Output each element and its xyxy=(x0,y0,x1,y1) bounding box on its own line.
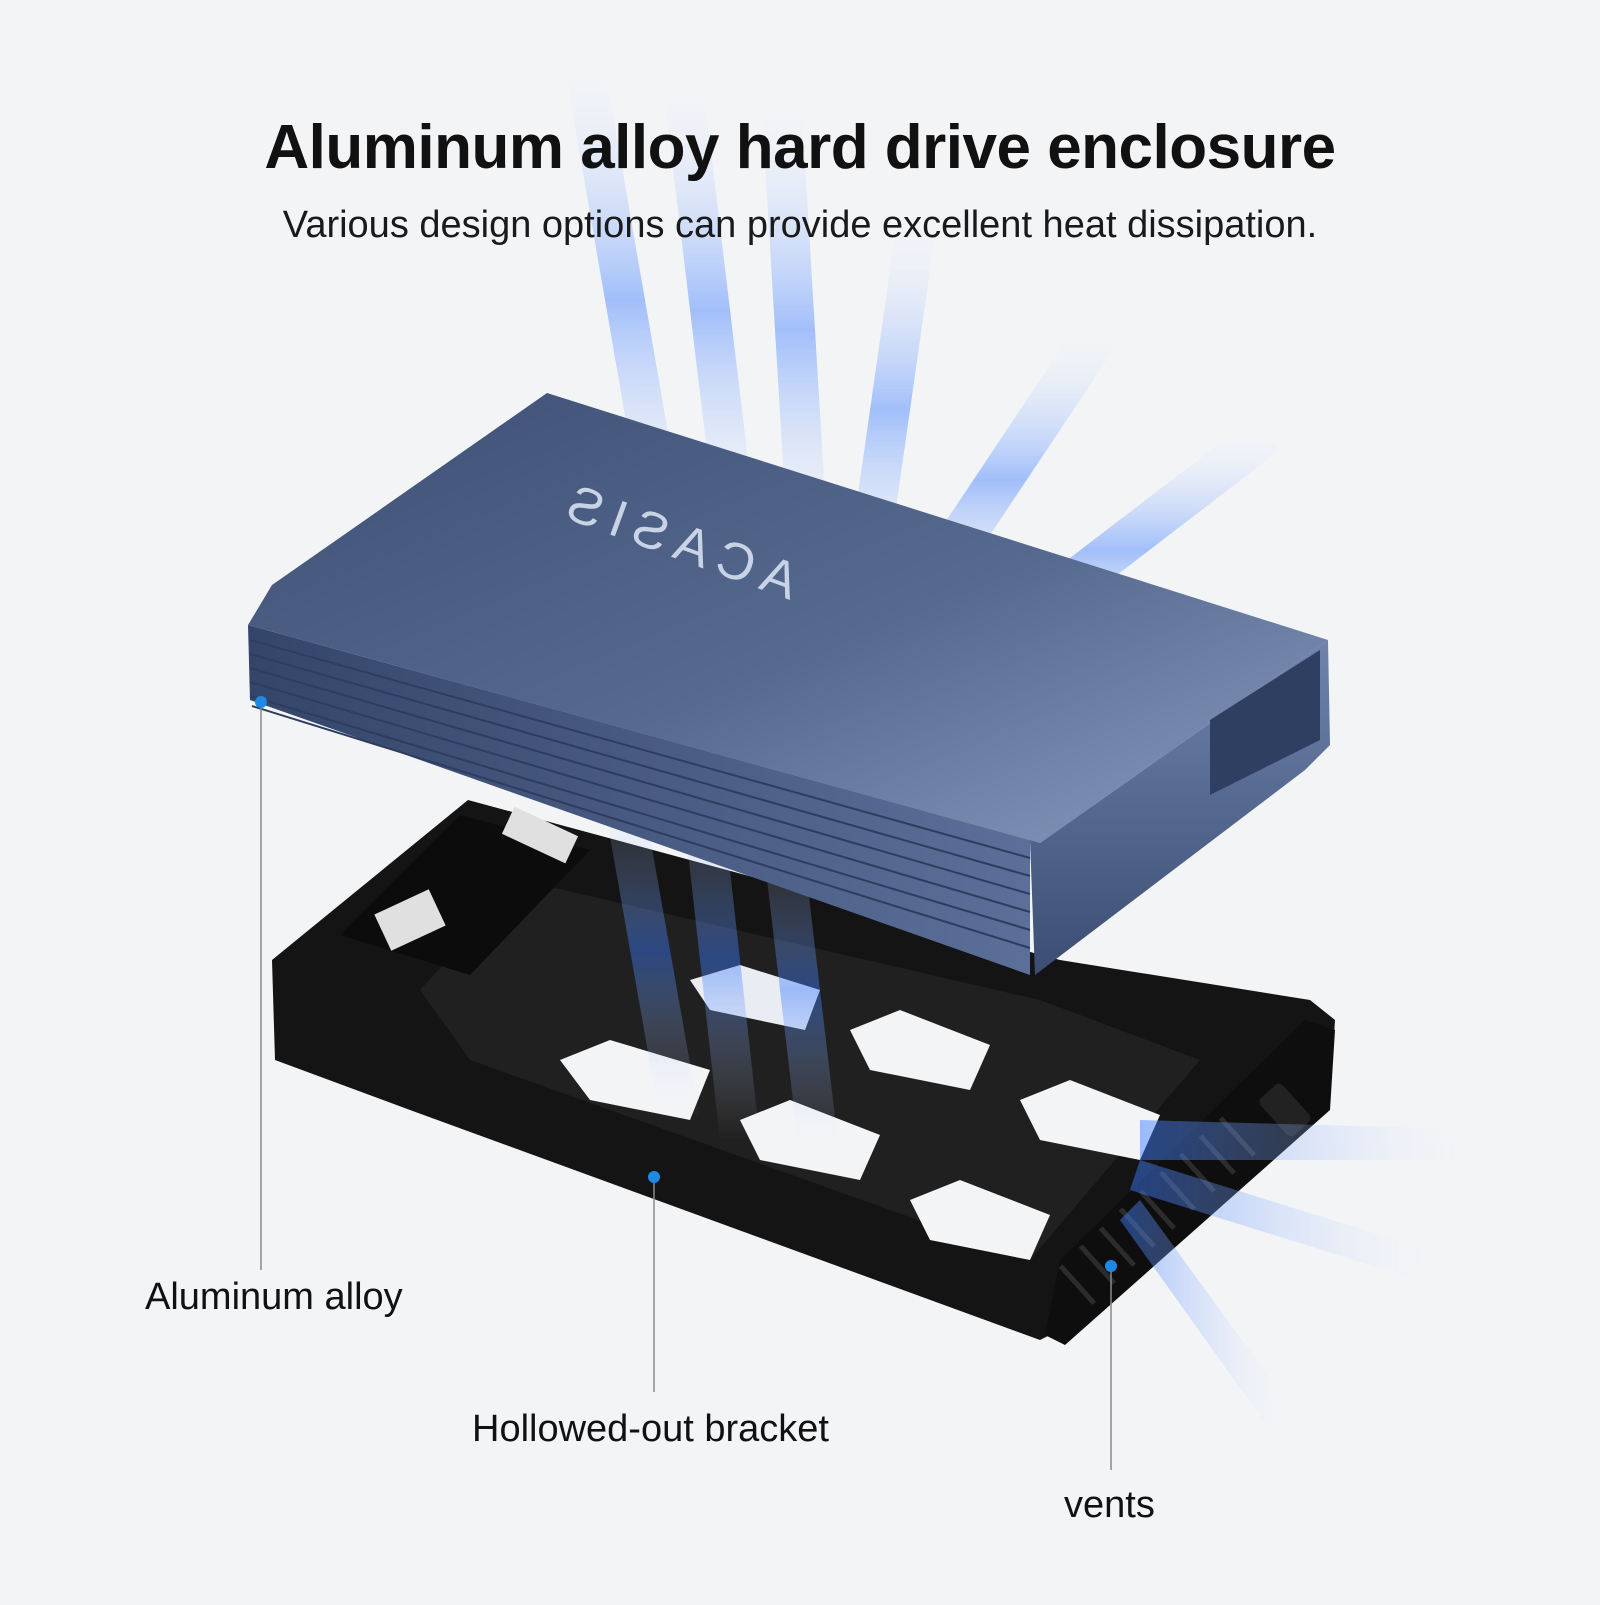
bracket-hole xyxy=(850,1010,990,1090)
page-subtitle: Various design options can provide excel… xyxy=(282,204,1318,246)
fan-port xyxy=(1259,1083,1311,1137)
bracket-hole xyxy=(910,1180,1050,1260)
page-title: Aluminum alloy hard drive enclosure xyxy=(264,113,1336,182)
callout-hollowed-out-bracket: Hollowed-out bracket xyxy=(472,1408,829,1450)
callout-aluminum-alloy: Aluminum alloy xyxy=(145,1276,403,1318)
callout-vents: vents xyxy=(1064,1484,1155,1526)
bracket-hole xyxy=(1020,1080,1160,1160)
callout-leaders xyxy=(255,696,1117,1470)
callout-dot xyxy=(648,1171,660,1183)
aluminum-shell: ACASIS xyxy=(248,393,1330,975)
callout-dot xyxy=(1105,1260,1117,1272)
callout-dot xyxy=(255,696,267,708)
